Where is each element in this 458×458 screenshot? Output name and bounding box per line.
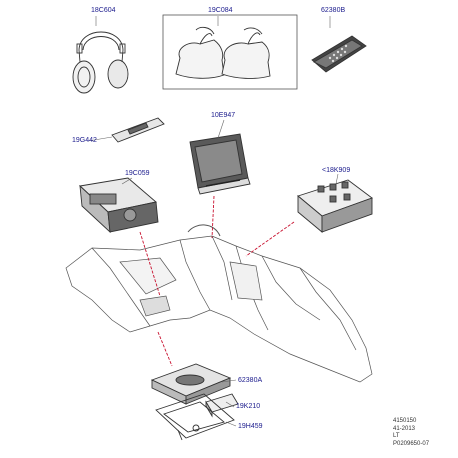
headphones-drawing — [72, 31, 129, 94]
label-dvd-player: 19C059 — [125, 170, 150, 177]
clip-drawing — [111, 117, 165, 143]
label-headphones: 18C604 — [91, 7, 116, 14]
label-module: <18K909 — [322, 167, 351, 174]
label-clip: 19G442 — [72, 137, 97, 144]
reference-line-2: 41-2013 — [393, 425, 416, 432]
battery-cover-drawing — [205, 393, 239, 418]
dvd-player-drawing — [79, 177, 159, 234]
vehicle-interior-drawing — [65, 224, 373, 383]
reference-line-1: 4150150 — [393, 418, 417, 424]
leader-lines — [139, 195, 295, 367]
label-ticks — [87, 16, 339, 427]
reference-line-3: LT — [393, 433, 400, 439]
reference-line-4: P0209650-07 — [393, 440, 430, 447]
leader-module — [245, 221, 295, 257]
leader-screen — [211, 195, 215, 239]
pouches-drawing — [175, 26, 271, 79]
remote-drawing — [311, 35, 367, 73]
leader-dvd-player — [139, 231, 161, 297]
label-pouches: 19C084 — [208, 7, 233, 14]
reference-block: 4150150 41-2013 LT P0209650-07 — [393, 418, 429, 448]
label-bracket: 19H459 — [238, 423, 263, 430]
pouches-frame — [162, 14, 298, 90]
bracket-drawing — [155, 393, 235, 441]
leader-charger — [157, 331, 173, 367]
label-charger: 62380A — [238, 377, 263, 384]
label-remote: 62380B — [321, 7, 346, 14]
screen-drawing — [189, 133, 251, 195]
label-battery-cover: 19K210 — [236, 403, 261, 410]
module-drawing — [297, 179, 373, 233]
charger-drawing — [150, 363, 232, 405]
label-screen: 10E947 — [211, 112, 236, 119]
